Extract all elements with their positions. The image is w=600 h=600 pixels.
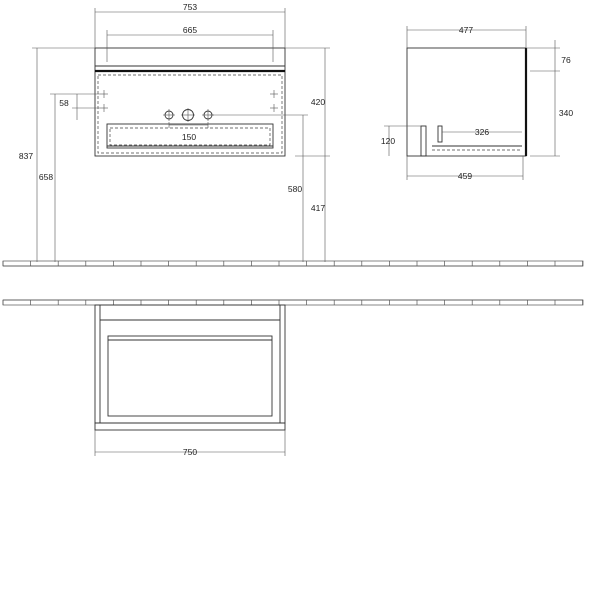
plan-view: 750 [94, 304, 286, 457]
side-drawer-front [420, 125, 427, 157]
drain-connection-center [181, 108, 195, 122]
side-drawer-handle [437, 125, 443, 143]
floor-hatch-bottom [2, 299, 584, 306]
dim-750: 750 [183, 447, 197, 457]
plan-drawer [107, 335, 273, 417]
mount-cross-tr [270, 90, 278, 98]
dim-665: 665 [183, 25, 197, 35]
mount-cross-br [270, 104, 278, 112]
dim-58: 58 [59, 98, 69, 108]
dim-420: 420 [311, 97, 325, 107]
water-connection-left [163, 109, 175, 121]
side-view: 477 459 326 120 76 340 [381, 25, 573, 181]
dim-340: 340 [559, 108, 573, 118]
dim-150: 150 [182, 132, 196, 142]
dim-753: 753 [183, 2, 197, 12]
dim-459: 459 [458, 171, 472, 181]
front-drawer-inner [109, 127, 271, 146]
dim-417: 417 [311, 203, 325, 213]
dim-837: 837 [19, 151, 33, 161]
dim-76: 76 [561, 55, 571, 65]
dim-326: 326 [475, 127, 489, 137]
floor-hatch-top [2, 260, 584, 267]
dim-477: 477 [459, 25, 473, 35]
dim-658: 658 [39, 172, 53, 182]
dim-580: 580 [288, 184, 302, 194]
mount-cross-tl [100, 90, 108, 98]
plan-front-panel [94, 422, 286, 431]
side-cabinet-outline [406, 47, 527, 157]
front-view: 753 665 837 658 58 150 420 580 417 [19, 2, 330, 262]
dim-120: 120 [381, 136, 395, 146]
mount-cross-bl [100, 104, 108, 112]
plan-cabinet-outline [94, 304, 286, 424]
front-drawer-outline [106, 123, 274, 149]
front-cabinet-outline [94, 47, 286, 157]
front-cabinet-inner [97, 74, 283, 154]
